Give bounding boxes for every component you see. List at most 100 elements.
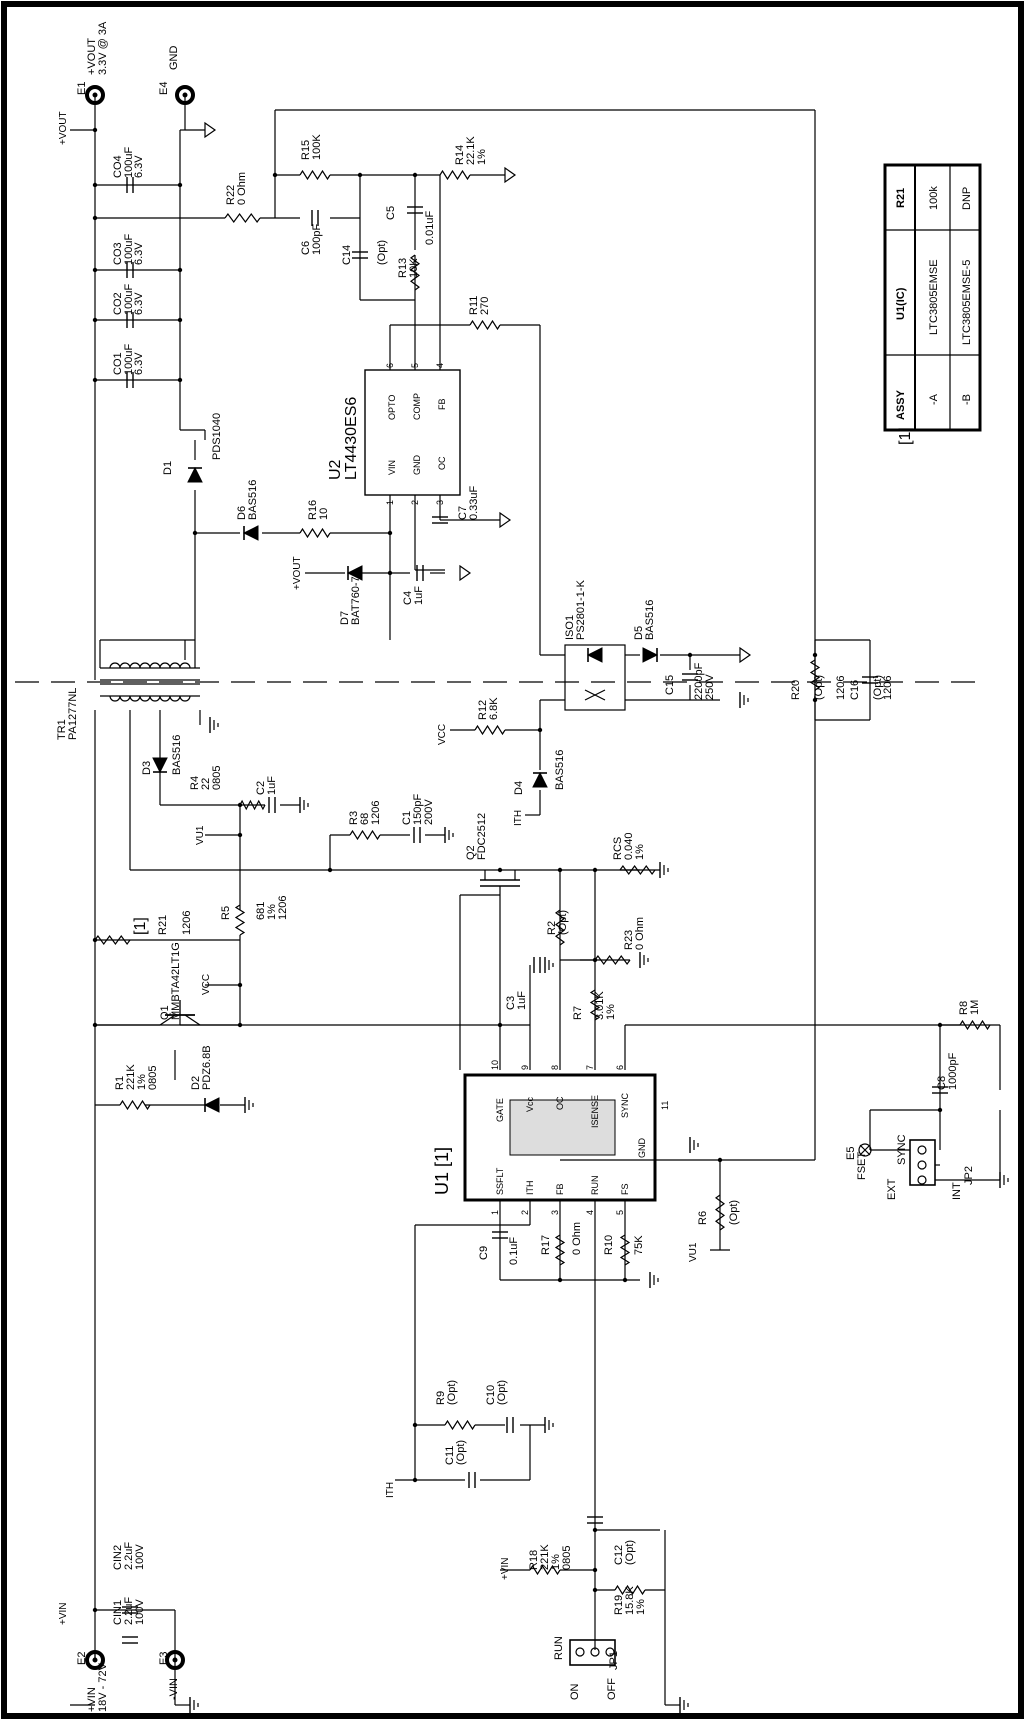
schematic-parts [85,85,1009,1713]
co2-voltage: 6.3V [133,292,145,315]
d6-value: BAS516 [247,480,259,520]
r8-resistor-icon [959,1019,991,1031]
junction-dot [937,1107,943,1113]
junction-dot [177,182,183,188]
co4-label: CO4 [112,155,124,178]
c15-voltage: 250V [704,674,716,700]
junction-dot [557,867,563,873]
r6-label: R6 [697,1211,709,1225]
junction-dot [237,1022,243,1028]
u1-pin-ith: ITH [525,1181,535,1196]
junction-dot [387,570,393,576]
c5-value: 0.01uF [424,210,436,245]
r17-resistor-icon [554,1234,566,1266]
junction-dot [412,1477,418,1483]
junction-dot [592,867,598,873]
junction-dot [497,1022,503,1028]
c7-value: 0.33uF [468,485,480,520]
d1-label: D1 [162,461,174,475]
c16-label: C16 [849,680,861,700]
q2-value: FDC2512 [476,813,488,860]
d3-value: BAS516 [171,735,183,775]
junction-dot [92,127,98,133]
r1-resistor-icon [119,1099,151,1111]
cin2-label: CIN2 [112,1545,124,1570]
d1-value: PDS1040 [211,413,223,460]
rcs-resistor-icon [619,864,656,876]
tr1-coil-icon [169,662,181,669]
r14-value: 22.1K [465,136,477,165]
tr1-coil-icon [159,662,171,669]
c7-label: C7 [457,506,469,520]
junction-dot [357,172,363,178]
r4-label: R4 [189,776,201,790]
u1-pinnum-3: 3 [550,1210,560,1215]
junction-dot [497,867,503,873]
jp1-on-label: ON [569,1683,581,1700]
e4-terminal-icon [182,92,188,98]
tr1-label: TR1 [56,719,68,740]
tr1-coil-icon [139,662,151,669]
r10-value: 75K [633,1235,645,1255]
c12-label: C12 [613,1545,625,1565]
ground-icon [204,121,217,139]
jp2-pin-icon [917,1175,927,1185]
jp1-off-label: OFF [606,1678,618,1700]
e1-label: E1 [76,82,88,95]
r3-value: 68 [359,813,371,825]
tr1-coil-icon [159,695,171,702]
d2-zener-icon [203,1097,220,1113]
jp2-label: JP2 [963,1166,975,1185]
r14-tol: 1% [476,149,488,165]
r18-tol: 1% [550,1554,562,1570]
tr1-coil-icon [119,662,131,669]
r8-value: 1M [969,1000,981,1015]
tr1-value: PA1277NL [67,688,79,740]
u2-pinnum-3: 3 [435,500,445,505]
r11-label: R11 [468,296,480,315]
tr1-coil-icon [179,662,191,669]
r21-resistor-icon [94,934,131,946]
junction-dot [412,172,418,178]
junction-dot [92,1022,98,1028]
table-cell: LTC3805EMSE-5 [961,260,973,345]
assembly-table [883,163,982,432]
co3-value: 100uF [123,234,135,265]
u2-pin-gnd: GND [412,455,422,476]
iso1-value: PS2801-1-K [575,579,587,640]
q1-transistor-icon [184,1014,201,1026]
e1-terminal-icon [92,92,98,98]
r17-label: R17 [540,1235,552,1255]
d5-diode-icon [642,647,659,663]
junction-dot [537,727,543,733]
c8-value: 1000pF [947,1052,959,1090]
e2-terminal-icon [85,1650,105,1670]
rcs-label: RCS [612,837,624,860]
u1-pin-gnd: GND [637,1138,647,1159]
u2-pinnum-1: 1 [385,500,395,505]
co4-value: 100uF [123,147,135,178]
vu1-net-label: VU1 [195,825,206,845]
r10-label: R10 [603,1235,615,1255]
vin-net-label: +VIN [58,1602,69,1625]
u1-pinnum-9: 9 [520,1065,530,1070]
c14-value: (Opt) [376,240,388,265]
jp2-sync-label: SYNC [896,1134,908,1165]
u1-pin-vcc: Vcc [525,1096,535,1112]
c8-label: C8 [936,1076,948,1090]
e5-terminal-icon [859,1144,871,1156]
junction-dot [937,1022,943,1028]
r16-resistor-icon [299,527,331,539]
vin-net-label-2: +VIN [500,1557,511,1580]
ith-net-label-2: ITH [385,1482,396,1498]
e1-terminal-icon [85,85,105,105]
c3-value: 1uF [516,991,528,1010]
r15-resistor-icon [299,169,331,181]
c1-voltage: 200V [423,799,435,825]
junction-dot [92,182,98,188]
r9-value: (Opt) [446,1380,458,1405]
c2-value: 1uF [266,776,278,795]
r13-label: R13 [397,258,409,278]
jp2-int-label: INT [951,1182,963,1200]
